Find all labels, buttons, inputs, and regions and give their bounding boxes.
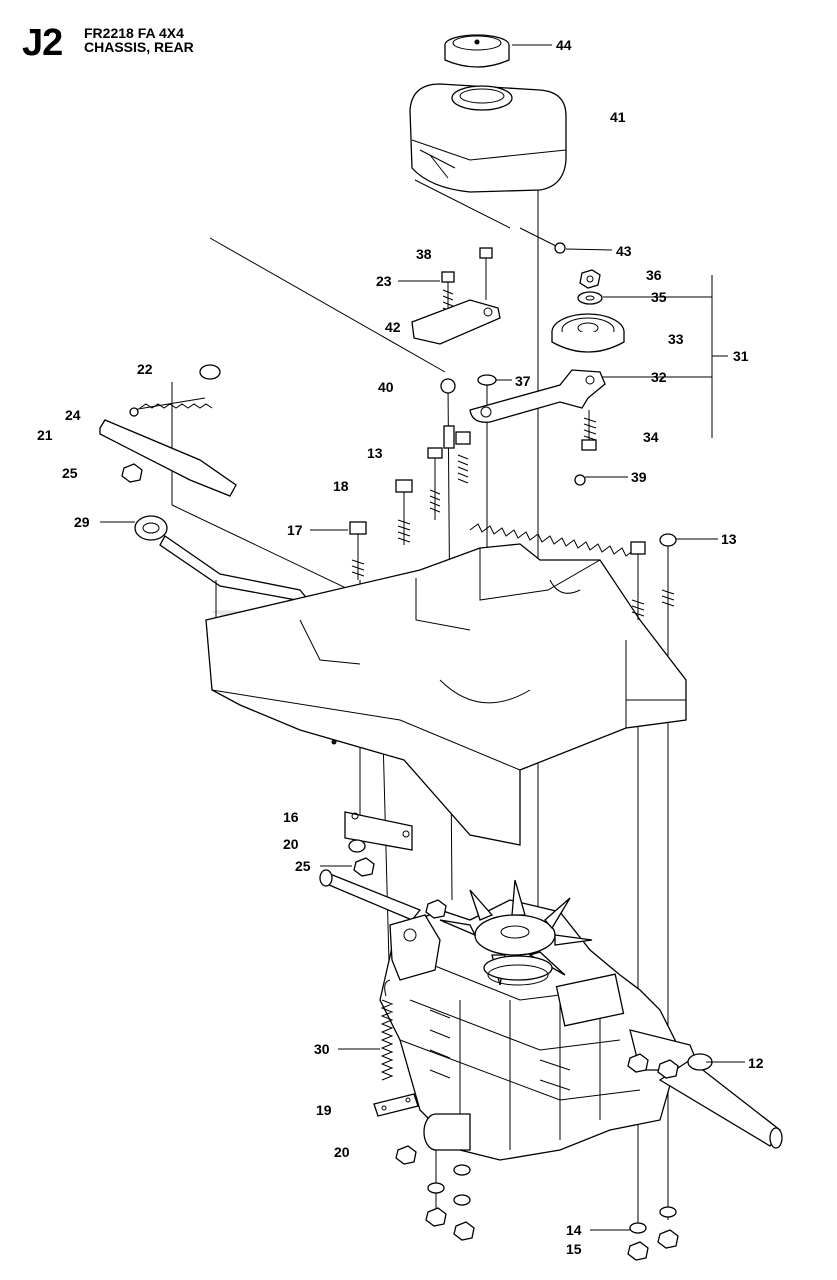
callout-20-upper: 20 — [283, 836, 299, 852]
chassis-plate — [205, 543, 687, 846]
callout-44: 44 — [556, 37, 572, 53]
fuel-cap — [444, 34, 510, 68]
callout-38: 38 — [416, 246, 432, 262]
callout-32: 32 — [651, 369, 667, 385]
washer-37 — [477, 374, 497, 386]
model-name: FR2218 FA 4X4 — [84, 25, 184, 41]
callout-40: 40 — [378, 379, 394, 395]
idler-arm-32 — [469, 369, 606, 423]
callout-13-upper: 13 — [367, 445, 383, 461]
bolts-right — [349, 521, 677, 620]
nut-36 — [579, 269, 601, 289]
callout-31: 31 — [733, 348, 749, 364]
bolt-34 — [581, 410, 597, 451]
plate-19 — [373, 1093, 419, 1117]
callout-37: 37 — [515, 373, 531, 389]
callout-43: 43 — [616, 243, 632, 259]
callout-35: 35 — [651, 289, 667, 305]
pulley-33 — [551, 313, 625, 353]
bolts-top — [441, 247, 493, 318]
transaxle — [379, 879, 681, 1161]
group-bracket-31 — [711, 275, 728, 438]
callout-25-lower: 25 — [295, 858, 311, 874]
callout-30: 30 — [314, 1041, 330, 1057]
spring-39 — [469, 474, 635, 557]
bracket-16 — [344, 811, 413, 877]
spring-30 — [380, 979, 394, 1081]
callout-18: 18 — [333, 478, 349, 494]
callout-23: 23 — [376, 273, 392, 289]
callout-25-upper: 25 — [62, 465, 78, 481]
callout-20-lower: 20 — [334, 1144, 350, 1160]
callout-24: 24 — [65, 407, 81, 423]
washer-35 — [577, 291, 603, 305]
diagram-code: J2 — [22, 22, 63, 64]
axle-right — [627, 1029, 783, 1149]
callout-33: 33 — [668, 331, 684, 347]
callout-16: 16 — [283, 809, 299, 825]
callout-19: 19 — [316, 1102, 332, 1118]
callout-22: 22 — [137, 361, 153, 377]
callout-labels: 44 41 43 38 23 36 35 42 33 31 37 32 40 2… — [37, 37, 764, 1257]
callout-17: 17 — [287, 522, 303, 538]
callout-34: 34 — [643, 429, 659, 445]
callout-21: 21 — [37, 427, 53, 443]
bracket-42 — [411, 299, 501, 345]
section-name: CHASSIS, REAR — [84, 39, 194, 55]
callout-15: 15 — [566, 1241, 582, 1257]
leader-lines — [100, 44, 745, 1231]
callout-12: 12 — [748, 1055, 764, 1071]
callout-36: 36 — [646, 267, 662, 283]
callout-42: 42 — [385, 319, 401, 335]
fuel-tank — [409, 83, 567, 193]
callout-14: 14 — [566, 1222, 582, 1238]
linkage-rods — [99, 364, 237, 497]
axle-left — [319, 869, 422, 921]
spacers-center — [395, 378, 471, 545]
bolt-43 — [519, 227, 566, 254]
nuts-bottom — [395, 1145, 679, 1261]
callout-41: 41 — [610, 109, 626, 125]
callout-29: 29 — [74, 514, 90, 530]
callout-13-right: 13 — [721, 531, 737, 547]
callout-39: 39 — [631, 469, 647, 485]
